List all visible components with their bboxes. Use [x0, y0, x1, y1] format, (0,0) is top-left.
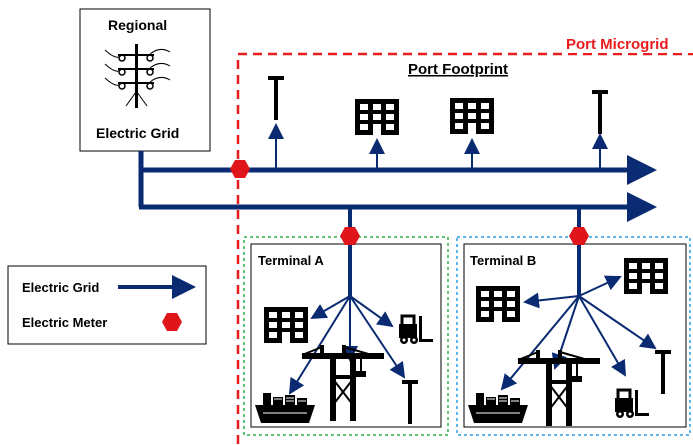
building-icon — [450, 98, 494, 134]
regional-grid-title: Regional — [108, 17, 167, 33]
regional-grid-box — [79, 8, 211, 152]
main-meter-icon — [230, 160, 250, 178]
utility-pole-icon — [104, 44, 171, 108]
terminal-a-meter-icon — [340, 227, 360, 245]
light-post-icon — [655, 350, 671, 394]
crane-icon — [517, 349, 601, 427]
terminal-b-label: Terminal B — [470, 253, 536, 268]
terminal-b-meter-icon — [569, 227, 589, 245]
forklift-icon — [397, 314, 435, 346]
building-icon — [264, 307, 308, 343]
building-icon — [624, 258, 668, 294]
ship-icon — [467, 392, 529, 424]
terminal-a-label: Terminal A — [258, 253, 324, 268]
crane-icon — [301, 344, 385, 422]
legend-grid-label: Electric Grid — [22, 280, 99, 295]
building-icon — [355, 99, 399, 135]
microgrid-label: Port Microgrid — [566, 36, 669, 53]
light-post-icon — [402, 380, 418, 424]
legend-box — [7, 265, 207, 345]
microgrid-label-bg — [565, 33, 693, 53]
light-post-icon — [592, 90, 608, 134]
regional-grid-subtitle: Electric Grid — [96, 125, 179, 141]
legend-meter-label: Electric Meter — [22, 315, 107, 330]
port-footprint-label: Port Footprint — [408, 61, 508, 78]
forklift-icon — [613, 388, 651, 420]
light-post-icon — [268, 76, 284, 120]
building-icon — [476, 286, 520, 322]
ship-icon — [254, 392, 316, 424]
grid-lines — [138, 151, 657, 222]
